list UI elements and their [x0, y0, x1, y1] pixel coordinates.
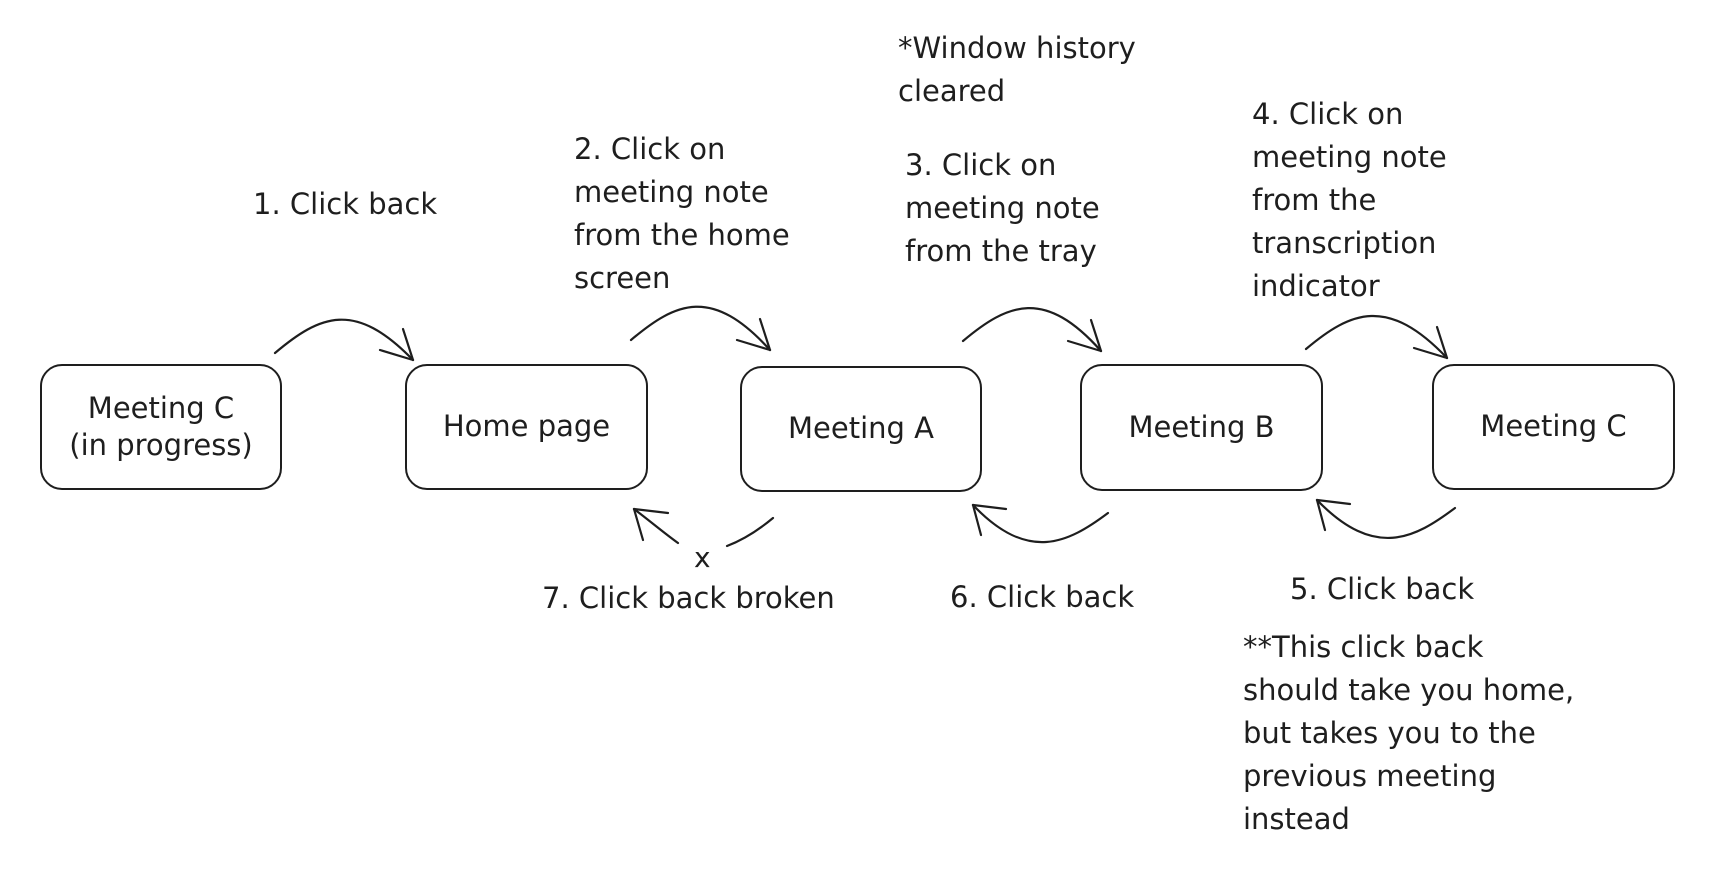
note-click-back: **This click back should take you home, … — [1243, 630, 1575, 836]
edge-label-step1: 1. Click back — [253, 187, 438, 221]
edge-step7-arrow — [632, 507, 775, 548]
edge-step1-arrow — [273, 318, 415, 362]
edge-step5-arrow — [1315, 498, 1457, 539]
edge-label-step7: 7. Click back broken — [542, 581, 835, 615]
edge-label-step2: 2. Click on meeting note from the home s… — [574, 132, 790, 295]
edge-label-step4: 4. Click on meeting note from the transc… — [1252, 97, 1447, 303]
broken-x-mark: x — [694, 541, 711, 574]
edge-label-step3: 3. Click on meeting note from the tray — [905, 148, 1100, 268]
node-meeting-a: Meeting A — [740, 366, 982, 492]
edge-step6-arrow — [971, 503, 1110, 544]
edge-label-step6: 6. Click back — [950, 580, 1135, 614]
edge-step4-arrow — [1304, 314, 1449, 360]
edge-step3-arrow — [961, 307, 1103, 353]
edge-label-step5: 5. Click back — [1290, 572, 1475, 606]
note-window-history: *Window history cleared — [898, 31, 1136, 108]
node-home-page: Home page — [405, 364, 648, 490]
node-meeting-b: Meeting B — [1080, 364, 1323, 491]
edge-step2-arrow — [629, 305, 772, 352]
node-meeting-c: Meeting C — [1432, 364, 1675, 490]
node-meeting-c-in-progress: Meeting C (in progress) — [40, 364, 282, 490]
